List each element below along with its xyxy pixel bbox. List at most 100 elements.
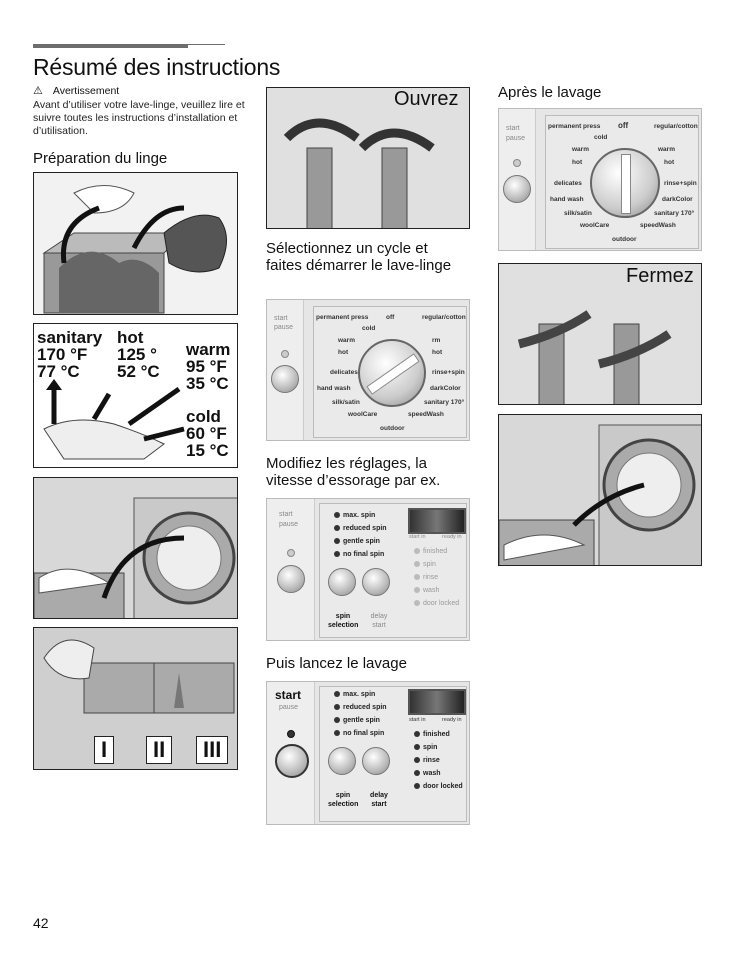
dial-delicates-after: delicates	[554, 180, 582, 187]
start-pause-button-spin[interactable]	[277, 565, 305, 593]
control-panel-spin: start pause max. spin reduced spin gentl…	[266, 498, 470, 641]
temp-hot-c: 52 °C	[117, 362, 160, 381]
open-label: Ouvrez	[394, 88, 459, 110]
start-pause-column-spin: start pause	[267, 499, 315, 640]
start-pause-button-after[interactable]	[503, 175, 531, 203]
time-display	[408, 508, 466, 534]
start-pause-button-active[interactable]	[275, 744, 309, 778]
ready-in-label: ready in	[442, 534, 462, 540]
dial-cold-after: cold	[594, 134, 608, 141]
start-in-label: start in	[409, 534, 426, 540]
header-rule-thick	[33, 44, 188, 48]
heading-start-wash: Puis lancez le lavage	[266, 655, 407, 672]
dial-regular-cotton-after: regular/cotton	[654, 123, 698, 130]
open-tap-illustration: Ouvrez	[266, 87, 470, 229]
cycle-dial-panel: permanent press off regular/cotton cold …	[313, 306, 467, 438]
sorting-arrows-image	[43, 379, 185, 460]
dial-cold: cold	[362, 325, 376, 332]
dial-wool-care-after: woolCare	[580, 222, 610, 229]
dial-warm: warm	[338, 337, 355, 344]
dial-dark-color-after: darkColor	[662, 196, 693, 203]
page-number: 42	[33, 915, 49, 931]
pause-label-start: pause	[279, 704, 299, 711]
heading-select-cycle: Sélectionnez un cycle et faites démarrer…	[266, 240, 452, 274]
dial-silk-satin-after: silk/satin	[564, 210, 592, 217]
dial-off-after: off	[618, 121, 629, 130]
spin-option-reduced-2: reduced spin	[334, 704, 387, 711]
warning-text: Avant d’utiliser votre lave-linge, veuil…	[33, 99, 245, 137]
control-panel-select: start pause permanent press off regular/…	[266, 299, 470, 441]
temp-cold-c: 15 °C	[186, 441, 229, 460]
dial-sanitary: sanitary 170°	[424, 399, 465, 406]
delay-start-button-2[interactable]	[362, 747, 390, 775]
temp-warm-f: 95 °F	[186, 357, 227, 376]
temp-hot-label: hot	[117, 328, 144, 347]
dial-hot: hot	[338, 349, 349, 356]
dial-sanitary-after: sanitary 170°	[654, 210, 695, 217]
dial-off: off	[386, 314, 395, 321]
heading-modify-settings: Modifiez les réglages, la vitesse d’esso…	[266, 455, 441, 489]
spin-options-panel: max. spin reduced spin gentle spin no fi…	[319, 503, 467, 638]
time-display-2	[408, 689, 466, 715]
status-door-locked: door locked	[414, 600, 459, 607]
spin-led-icon	[334, 704, 340, 711]
start-label-spin: start	[279, 511, 293, 518]
detergent-drawer-image	[34, 628, 237, 769]
start-pause-column-start: start pause	[267, 682, 315, 824]
temp-warm-label: warm	[186, 340, 231, 359]
heading-after-wash: Après le lavage	[498, 84, 602, 101]
temp-sanitary-label: sanitary	[37, 328, 103, 347]
cycle-selector-dial[interactable]	[358, 339, 426, 407]
cycle-selector-dial-off[interactable]	[590, 148, 660, 218]
spin-option-no-final: no final spin	[334, 551, 384, 558]
pause-label-spin: pause	[279, 521, 299, 528]
dial-pointer-off	[621, 154, 631, 214]
warning-icon: ⚠	[33, 85, 43, 97]
status-led-icon	[414, 561, 420, 568]
start-indicator-light	[281, 350, 289, 358]
dial-delicates: delicates	[330, 369, 358, 376]
dial-warm-after: warm	[572, 146, 589, 153]
status-led-icon	[414, 770, 420, 777]
dial-pointer	[366, 353, 420, 395]
status-led-icon	[414, 587, 420, 594]
start-label-after: start	[506, 125, 520, 132]
status-spin-2: spin	[414, 744, 437, 751]
start-indicator-light-after	[513, 159, 521, 167]
spin-led-icon	[334, 691, 340, 698]
close-faucet-image	[499, 264, 701, 404]
laundry-sorting-illustration	[33, 172, 238, 315]
delay-start-button[interactable]	[362, 568, 390, 596]
spin-led-icon	[334, 538, 340, 545]
dial-warm-right: rm	[432, 337, 441, 344]
header-rule-thin	[188, 44, 225, 45]
ready-in-label-2: ready in	[442, 717, 462, 723]
open-faucet-image	[267, 88, 469, 228]
spin-led-icon	[334, 512, 340, 519]
loading-machine-illustration	[33, 477, 238, 619]
status-led-icon	[414, 731, 420, 738]
start-in-label-2: start in	[409, 717, 426, 723]
status-wash-2: wash	[414, 770, 441, 777]
dial-outdoor: outdoor	[380, 425, 405, 432]
status-finished-2: finished	[414, 731, 450, 738]
spin-led-icon	[334, 730, 340, 737]
dial-outdoor-after: outdoor	[612, 236, 637, 243]
status-led-icon	[414, 548, 420, 555]
spin-selection-button-2[interactable]	[328, 747, 356, 775]
start-pause-button[interactable]	[271, 365, 299, 393]
spin-selection-button[interactable]	[328, 568, 356, 596]
close-tap-illustration: Fermez	[498, 263, 702, 405]
temp-warm-c: 35 °C	[186, 374, 229, 393]
spin-option-max-2: max. spin	[334, 691, 375, 698]
dial-rinse-spin: rinse+spin	[432, 369, 465, 376]
status-led-icon	[414, 744, 420, 751]
compartment-1-label: I	[94, 736, 115, 764]
start-indicator-light-spin	[287, 549, 295, 557]
status-led-icon	[414, 757, 420, 764]
control-panel-start: start pause max. spin reduced spin gentl…	[266, 681, 470, 825]
dial-hot-right: hot	[432, 349, 443, 356]
pause-label: pause	[274, 324, 294, 331]
